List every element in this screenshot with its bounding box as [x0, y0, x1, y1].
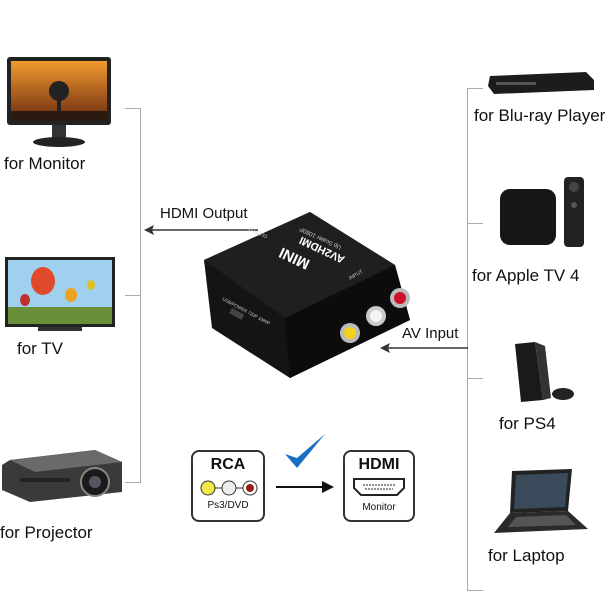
av-input-label: AV Input [402, 325, 459, 342]
checkmark-icon [285, 434, 325, 468]
tick [125, 295, 141, 296]
laptop-label: for Laptop [488, 546, 565, 565]
tv-label: for TV [17, 339, 63, 358]
hdmi-sub: Monitor [362, 502, 396, 513]
av2hdmi-converter-image: MINI AV2HDMI Up Scaler 1080P OUTPUT INPU… [204, 212, 410, 378]
projector-image [2, 450, 122, 502]
apple-tv-label: for Apple TV 4 [472, 266, 580, 285]
tick [467, 378, 483, 379]
ps4-image [515, 342, 574, 402]
tick [467, 590, 483, 591]
laptop-image [494, 469, 588, 533]
conversion-arrow [276, 481, 334, 493]
bluray-label: for Blu-ray Player [474, 106, 606, 125]
rca-plugs-icon [200, 480, 258, 496]
tick [125, 482, 141, 483]
hdmi-legend-box: HDMI Monitor [343, 450, 415, 522]
hdmi-output-arrow [144, 225, 258, 235]
projector-label: for Projector [0, 523, 93, 542]
bluray-player-image [488, 72, 594, 94]
tick [467, 88, 483, 89]
monitor-label: for Monitor [4, 154, 86, 173]
tick [125, 108, 141, 109]
rca-sub: Ps3/DVD [207, 500, 249, 511]
av-input-arrow [380, 343, 468, 353]
apple-tv-image [500, 177, 584, 247]
tv-image [5, 257, 115, 331]
hdmi-port-icon [353, 478, 405, 496]
hdmi-output-label: HDMI Output [160, 205, 248, 222]
rca-legend-box: RCA Ps3/DVD [191, 450, 265, 522]
right-bracket-line [467, 88, 468, 591]
ps4-label: for PS4 [499, 414, 556, 433]
hdmi-title: HDMI [358, 456, 400, 473]
monitor-image [7, 57, 111, 147]
tick [467, 223, 483, 224]
rca-title: RCA [210, 456, 246, 473]
